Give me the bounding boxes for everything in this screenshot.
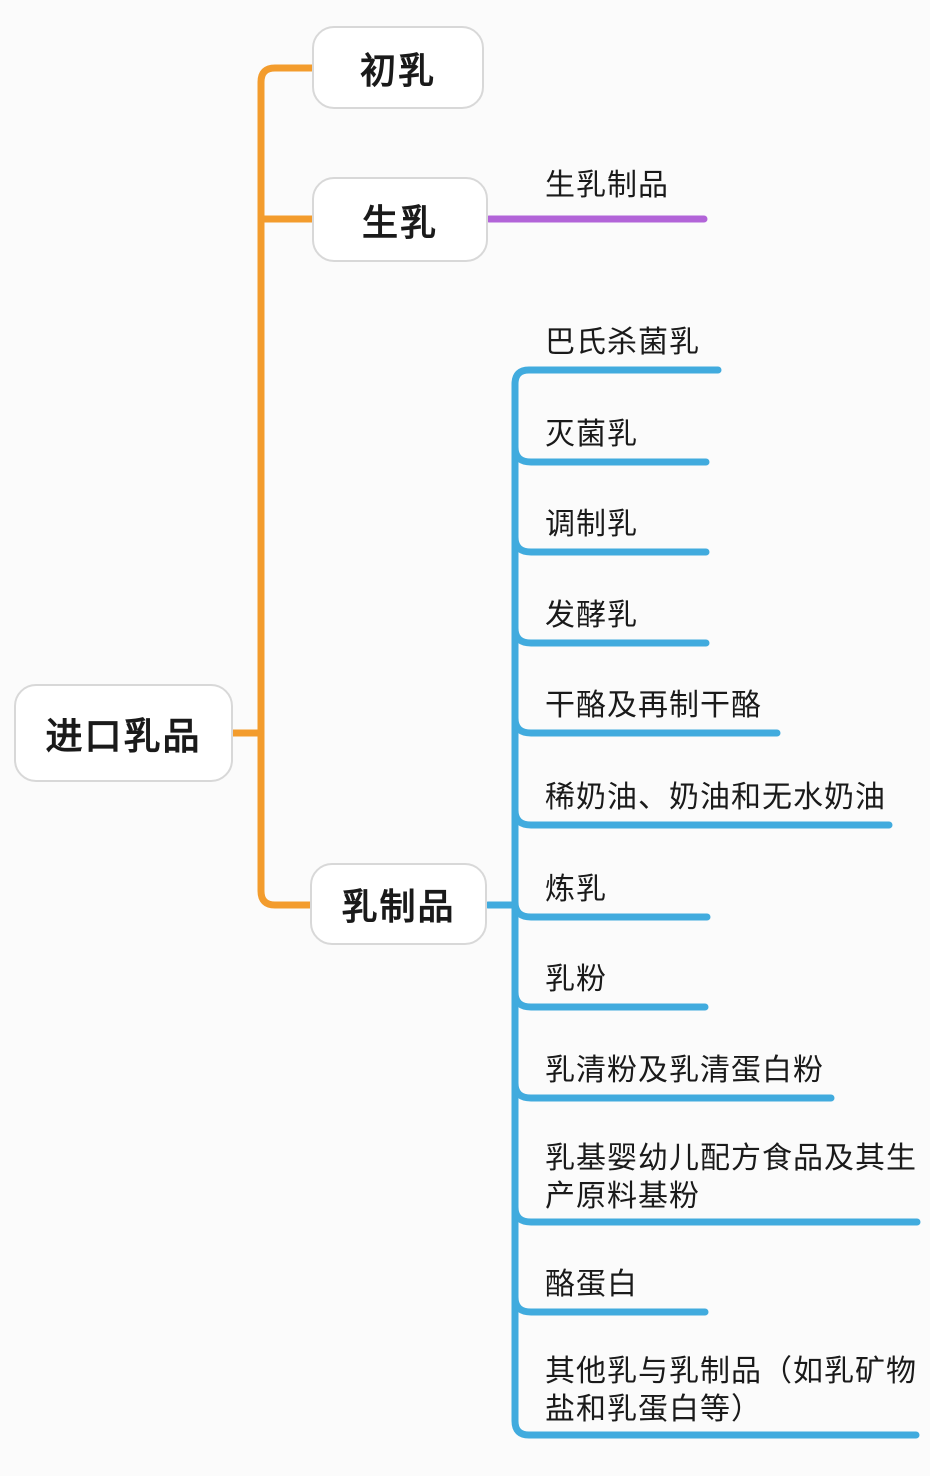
leaf-ru-ji-ying-you-er[interactable]: 乳基婴幼儿配方食品及其生 产原料基粉 [545,1142,917,1213]
leaf-lao-dan-bai[interactable]: 酪蛋白 [545,1268,638,1301]
blue-branch-lian-ru [511,898,711,921]
node-sheng-ru[interactable]: 生乳 [312,177,488,262]
leaf-mie-jun-ru[interactable]: 灭菌乳 [545,418,638,451]
leaf-sheng-ru-zhi-pin[interactable]: 生乳制品 [545,169,669,202]
leaf-lian-ru[interactable]: 炼乳 [545,873,607,906]
leaf-ba-shi-sha-jun-ru[interactable]: 巴氏杀菌乳 [545,326,700,359]
leaf-fa-jiao-ru[interactable]: 发酵乳 [545,599,638,632]
node-ru-zhi-pin[interactable]: 乳制品 [310,863,487,945]
blue-branch-ru-fen [511,988,709,1011]
leaf-xi-nai-you[interactable]: 稀奶油、奶油和无水奶油 [545,781,886,814]
node-chu-ru[interactable]: 初乳 [312,26,484,109]
leaf-gan-lao[interactable]: 干酪及再制干酪 [545,689,762,722]
node-root-jin-kou-ru-pin[interactable]: 进口乳品 [14,684,233,782]
leaf-qi-ta-ru[interactable]: 其他乳与乳制品（如乳矿物 盐和乳蛋白等） [545,1355,917,1426]
leaf-ru-qing-fen[interactable]: 乳清粉及乳清蛋白粉 [545,1054,824,1087]
leaf-tiao-zhi-ru[interactable]: 调制乳 [545,508,638,541]
orange-trunk-connector [257,64,316,909]
leaf-ru-fen[interactable]: 乳粉 [545,963,607,996]
